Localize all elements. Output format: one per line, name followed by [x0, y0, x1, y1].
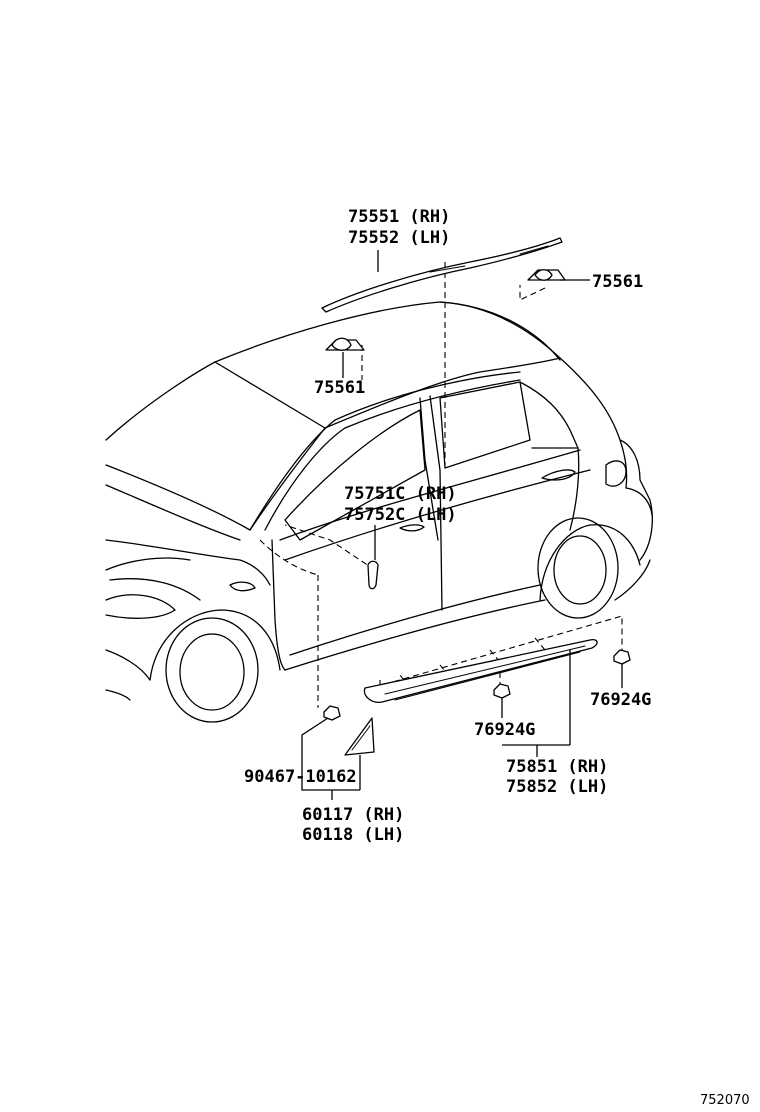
label-rocker-rh: 75851 (RH) [506, 757, 608, 777]
rocker-molding [363, 638, 598, 745]
roof-clip-rear [527, 269, 590, 281]
label-clip-front: 75561 [314, 378, 365, 398]
label-clip-rear: 75561 [592, 272, 643, 292]
roof-molding [321, 237, 563, 313]
label-nut-rear: 76924G [590, 690, 651, 710]
label-rocker-lh: 75852 (LH) [506, 777, 608, 797]
screw [301, 705, 360, 800]
label-emblem-rh: 75751C (RH) [344, 484, 457, 504]
mud-guard [344, 717, 375, 790]
label-emblem-lh: 75752C (LH) [344, 505, 457, 525]
label-roof-molding-rh: 75551 (RH) [348, 207, 450, 227]
label-mud-guard-rh: 60117 (RH) [302, 805, 404, 825]
car-body-outline [105, 301, 653, 723]
illustration-number: 752070 [700, 1093, 750, 1108]
roof-clip-front [325, 337, 365, 378]
door-emblem [367, 560, 379, 590]
label-nut-front: 76924G [474, 720, 535, 740]
label-screw: 90467-10162 [244, 767, 357, 787]
nut-rear [613, 649, 631, 688]
label-mud-guard-lh: 60118 (LH) [302, 825, 404, 845]
label-roof-molding-lh: 75552 (LH) [348, 228, 450, 248]
nut-front [493, 683, 511, 718]
